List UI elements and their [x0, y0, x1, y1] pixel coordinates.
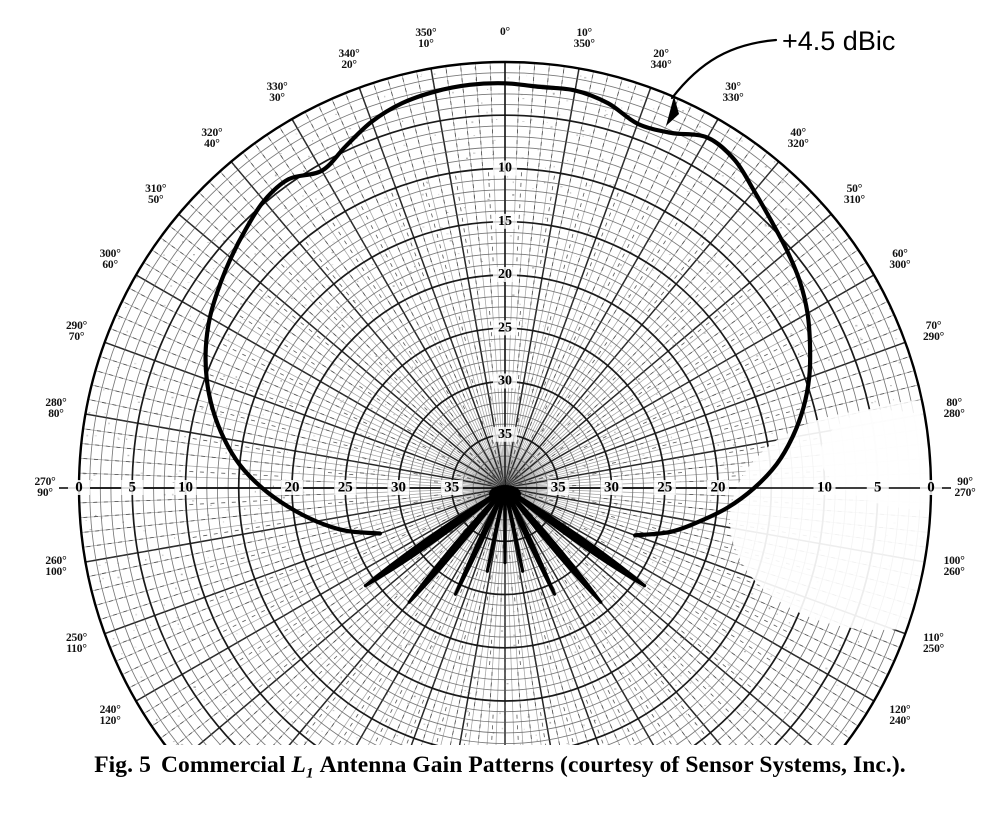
angle-label-primary: 40°	[790, 127, 806, 139]
angle-label-secondary: 100°	[45, 567, 66, 578]
angle-label-330: 330°30°	[267, 82, 288, 104]
angle-label-20: 20°340°	[650, 49, 671, 71]
angle-label-secondary: 250°	[923, 644, 944, 655]
angle-label-secondary: 70°	[66, 332, 87, 343]
angle-label-secondary: 90°	[35, 488, 56, 499]
angle-label-secondary: 240°	[889, 716, 910, 727]
polar-plot-area: 005510102020252530303535101520253035 0° 1…	[0, 0, 1000, 745]
figure-caption: Fig. 5 Commercial L1 Antenna Gain Pattern…	[0, 752, 1000, 783]
peak-gain-annotation: +4.5 dBic	[782, 26, 895, 57]
angle-label-secondary: 30°	[267, 93, 288, 104]
angle-label-primary: 20°	[653, 48, 669, 60]
angle-label-250: 250°110°	[66, 633, 87, 655]
angle-label-secondary: 50°	[145, 195, 166, 206]
angle-label-50: 50°310°	[844, 184, 865, 206]
angle-label-260: 260°100°	[45, 556, 66, 578]
caption-symbol-subscript: 1	[306, 766, 314, 782]
angle-label-secondary: 80°	[45, 409, 66, 420]
caption-symbol: L	[292, 752, 306, 778]
angle-label-30: 30°330°	[723, 82, 744, 104]
angle-label-secondary: 40°	[201, 139, 222, 150]
angle-label-280: 280°80°	[45, 398, 66, 420]
angle-label-secondary: 290°	[923, 332, 944, 343]
angle-label-80: 80°280°	[944, 398, 965, 420]
angle-label-secondary: 10°	[415, 39, 436, 50]
caption-text-before: Commercial	[161, 752, 286, 778]
angle-label-primary: 320°	[201, 127, 222, 139]
angle-label-90: 90°270°	[955, 477, 976, 499]
polar-chart-svg: 005510102020252530303535101520253035	[0, 0, 1000, 745]
angle-label-0: 0°	[500, 27, 510, 38]
angle-label-secondary: 310°	[844, 195, 865, 206]
figure-number: Fig. 5	[94, 752, 151, 778]
angle-label-340: 340°20°	[339, 49, 360, 71]
angle-label-240: 240°120°	[100, 705, 121, 727]
angle-label-secondary: 60°	[100, 260, 121, 271]
angle-label-secondary: 320°	[788, 139, 809, 150]
angle-label-secondary: 340°	[650, 60, 671, 71]
angle-label-350: 350°10°	[415, 28, 436, 50]
angle-label-secondary: 350°	[574, 39, 595, 50]
angle-label-300: 300°60°	[100, 249, 121, 271]
angle-label-320: 320°40°	[201, 128, 222, 150]
angle-label-70: 70°290°	[923, 321, 944, 343]
angle-label-110: 110°250°	[923, 633, 944, 655]
angle-label-secondary: 110°	[66, 644, 87, 655]
angle-label-60: 60°300°	[889, 249, 910, 271]
angle-label-secondary: 330°	[723, 93, 744, 104]
angle-label-primary: 280°	[45, 397, 66, 409]
angle-label-primary: 0°	[500, 26, 510, 38]
angle-label-120: 120°240°	[889, 705, 910, 727]
angle-label-secondary: 120°	[100, 716, 121, 727]
angle-label-primary: 80°	[946, 397, 962, 409]
angle-label-secondary: 260°	[944, 567, 965, 578]
angle-label-310: 310°50°	[145, 184, 166, 206]
caption-text-after: Antenna Gain Patterns (courtesy of Senso…	[320, 752, 906, 778]
angle-label-10: 10°350°	[574, 28, 595, 50]
angle-label-secondary: 280°	[944, 409, 965, 420]
angle-label-270: 270°90°	[35, 477, 56, 499]
angle-label-290: 290°70°	[66, 321, 87, 343]
angle-label-100: 100°260°	[944, 556, 965, 578]
angle-label-primary: 340°	[339, 48, 360, 60]
angle-label-secondary: 300°	[889, 260, 910, 271]
angle-label-40: 40°320°	[788, 128, 809, 150]
angle-label-secondary: 270°	[955, 488, 976, 499]
angle-label-secondary: 20°	[339, 60, 360, 71]
